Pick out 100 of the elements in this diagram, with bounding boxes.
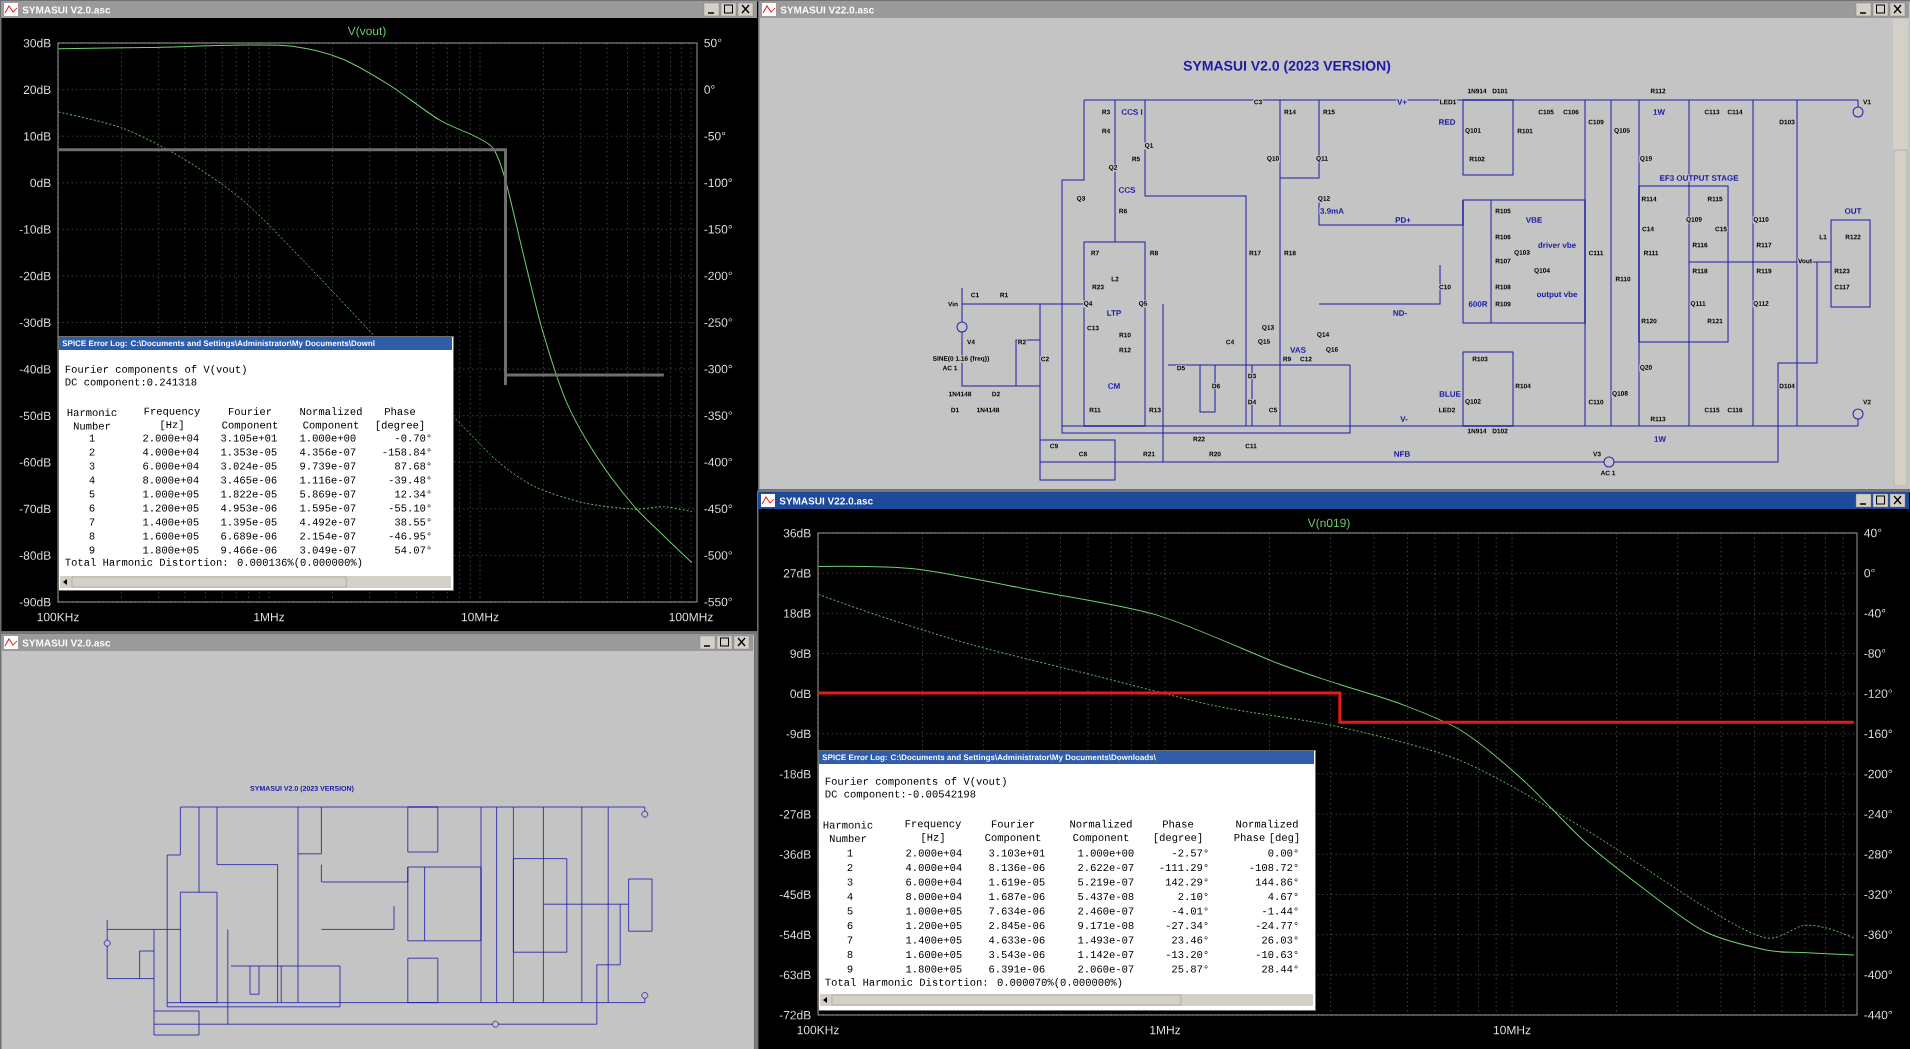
- table-cell: 2: [847, 864, 853, 871]
- table-cell: 1.000e+05: [906, 907, 962, 915]
- axis-label: 0dB: [790, 689, 811, 699]
- axis-label: -550°: [704, 597, 732, 607]
- table-cell: 8: [89, 532, 95, 540]
- table-cell: 3.543e-06: [989, 950, 1045, 959]
- table-cell: 3.105e+01: [221, 434, 277, 442]
- table-cell: 25.87°: [1172, 965, 1208, 973]
- table-cell: 1.493e-07: [1078, 936, 1134, 944]
- column-header: Normalized Component: [300, 407, 362, 431]
- title-bar: SYMASUI V22.0.asc: [759, 1, 1910, 18]
- axis-label: -280°: [1864, 850, 1892, 859]
- table-cell: 38.55°: [395, 518, 431, 526]
- table-cell: 8.136e-06: [989, 863, 1045, 872]
- table-cell: 8.000e+04: [906, 892, 962, 901]
- axis-label: -400°: [704, 457, 732, 467]
- table-cell: 1.000e+00: [300, 434, 356, 442]
- table-cell: 6: [847, 921, 853, 930]
- table-cell: 2.460e-07: [1078, 907, 1134, 915]
- axis-label: -350°: [704, 411, 732, 420]
- axis-label: -80°: [1864, 649, 1886, 658]
- column-header: Normalized Phase [deg]: [1234, 819, 1299, 844]
- net-label: ND-: [1392, 309, 1408, 317]
- column-header: Fourier Component: [222, 407, 278, 431]
- table-cell: 1.000e+00: [1078, 849, 1134, 857]
- axis-label: -120°: [1864, 689, 1892, 698]
- table-cell: 2.060e-07: [1078, 965, 1134, 973]
- column-header: Normalized Component: [1070, 819, 1132, 844]
- log-text: Fourier components of V(vout): [65, 365, 246, 375]
- table-cell: 5.869e-07: [300, 490, 356, 498]
- axis-label: -450°: [704, 504, 732, 514]
- table-cell: 1: [847, 849, 853, 857]
- net-label: 1W: [1652, 108, 1666, 116]
- table-cell: 1.400e+05: [906, 936, 962, 944]
- table-cell: 54.07°: [395, 546, 431, 554]
- net-label: CCS: [1117, 186, 1137, 194]
- table-cell: 0.00°: [1268, 849, 1298, 857]
- title-bar: SYMASUI V22.0.asc: [758, 492, 1910, 509]
- axis-label: 0dB: [30, 178, 51, 188]
- table-cell: 9: [847, 965, 853, 973]
- axis-label: 36dB: [783, 528, 811, 538]
- net-label: V+: [1396, 98, 1408, 106]
- table-cell: 2.622e-07: [1078, 863, 1134, 872]
- axis-label: 0°: [1864, 568, 1875, 578]
- axis-label: 40°: [1864, 528, 1882, 538]
- table-cell: -24.77°: [1256, 922, 1298, 929]
- axis-label: 30dB: [23, 38, 51, 48]
- axis-label: -240°: [1864, 809, 1892, 819]
- table-cell: -39.48°: [389, 476, 431, 484]
- log-text: Fourier components of V(vout): [825, 777, 1006, 787]
- table-cell: 2: [89, 448, 95, 456]
- column-header: Frequency [Hz]: [905, 820, 961, 843]
- axis-label: -200°: [1864, 769, 1892, 779]
- net-label: BLUE: [1438, 390, 1462, 398]
- table-cell: 1.822e-05: [221, 490, 277, 498]
- table-cell: 1.400e+05: [143, 518, 199, 526]
- net-label: EF3 OUTPUT STAGE: [1658, 174, 1740, 182]
- table-cell: 3.103e+01: [989, 849, 1045, 857]
- axis-label: -10dB: [19, 224, 51, 234]
- table-cell: -4.01°: [1173, 907, 1208, 915]
- axis-label: -45dB: [779, 890, 811, 899]
- title-bar: SPICE Error Log: C:\Documents and Settings\Administrator\My Documents\Downl: [59, 337, 452, 350]
- axis-label: -27dB: [779, 809, 811, 819]
- table-cell: 6.689e-06: [221, 532, 277, 540]
- axis-label: 100KHz: [37, 612, 79, 622]
- table-cell: 1.619e-05: [989, 878, 1045, 886]
- table-cell: 9.739e-07: [300, 462, 356, 470]
- axis-label: -18dB: [779, 769, 811, 779]
- table-cell: 1.200e+05: [906, 921, 962, 930]
- table-cell: 2.10°: [1178, 892, 1208, 901]
- table-cell: -55.10°: [389, 504, 431, 512]
- table-cell: 1.600e+05: [143, 532, 199, 540]
- table-cell: 4: [89, 476, 95, 484]
- table-cell: 1.395e-05: [221, 518, 277, 526]
- log-text: Total Harmonic Distortion: 0.000070%(0.000000%): [825, 978, 1122, 988]
- table-cell: 1: [89, 434, 95, 442]
- axis-label: -250°: [704, 318, 732, 327]
- table-cell: 4.953e-06: [221, 504, 277, 512]
- axis-label: 18dB: [784, 608, 811, 618]
- axis-label: -320°: [1864, 890, 1892, 899]
- log-text: Total Harmonic Distortion: 0.000136%(0.000000%): [65, 558, 362, 568]
- axis-label: 10MHz: [461, 612, 499, 622]
- table-cell: 4.356e-07: [300, 448, 356, 456]
- axis-label: 0°: [704, 85, 715, 94]
- axis-label: -63dB: [779, 970, 811, 980]
- table-cell: 1.800e+05: [143, 546, 199, 554]
- table-cell: 1.600e+05: [906, 950, 962, 959]
- table-cell: 4.000e+04: [143, 448, 199, 456]
- axis-label: -54dB: [779, 930, 811, 940]
- table-cell: 2.000e+04: [906, 849, 962, 857]
- table-cell: 87.68°: [395, 462, 431, 470]
- table-cell: 3.024e-05: [221, 462, 277, 470]
- table-cell: -10.63°: [1256, 950, 1298, 959]
- table-cell: 7.634e-06: [989, 907, 1045, 915]
- table-cell: 4.000e+04: [906, 863, 962, 872]
- axis-label: 10MHz: [1493, 1025, 1531, 1035]
- table-cell: 1.353e-05: [221, 448, 277, 456]
- table-cell: 1.116e-07: [300, 476, 356, 484]
- table-cell: 4: [847, 893, 853, 900]
- axis-label: -150°: [704, 225, 732, 234]
